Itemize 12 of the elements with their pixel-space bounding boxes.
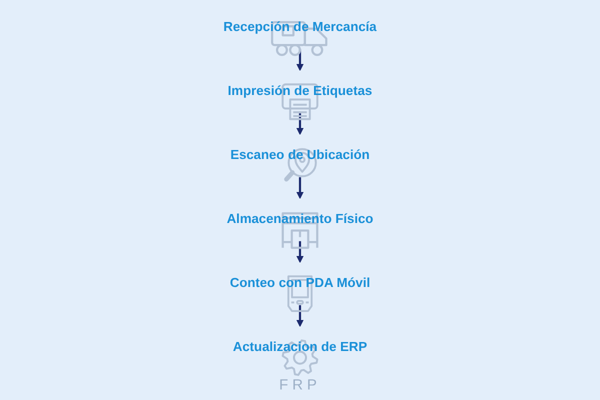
arrow bbox=[296, 241, 304, 263]
node-text: Conteo con PDA Móvil bbox=[230, 276, 370, 290]
arrow bbox=[296, 113, 304, 135]
arrow bbox=[296, 305, 304, 327]
node-text: Impresión de Etiquetas bbox=[228, 84, 372, 98]
arrow bbox=[296, 49, 304, 71]
node-text: Actualizacion de ERP bbox=[232, 340, 368, 354]
node-text: Almacenamiento Físico bbox=[226, 212, 374, 226]
icon-lettering: FRP bbox=[279, 378, 321, 394]
arrow bbox=[296, 177, 304, 199]
node-text: Escaneo de Ubicación bbox=[230, 148, 370, 162]
node-text: Recepción de Mercancía bbox=[223, 20, 377, 34]
